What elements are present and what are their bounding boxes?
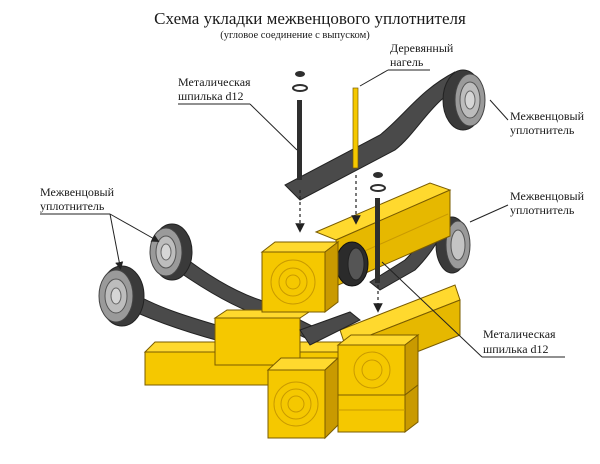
metal-stud-upper	[292, 71, 308, 180]
svg-text:уплотнитель: уплотнитель	[510, 203, 575, 217]
svg-text:Межвенцовый: Межвенцовый	[40, 185, 115, 199]
svg-text:уплотнитель: уплотнитель	[510, 123, 575, 137]
label-seal-left: Межвенцовый уплотнитель	[40, 185, 160, 270]
svg-text:Межвенцовый: Межвенцовый	[510, 109, 585, 123]
diagram-subtitle: (угловое соединение с выпуском)	[220, 30, 370, 41]
metal-stud-lower	[370, 172, 386, 283]
log-right-corner-upper	[336, 333, 420, 397]
label-metal-stud-lower: Металическая шпилька d12	[381, 261, 565, 358]
label-wood-dowel: Деревянный нагель	[359, 41, 454, 87]
diagram-title: Схема укладки межвенцового уплотнителя	[154, 9, 466, 28]
svg-text:шпилька d12: шпилька d12	[483, 342, 549, 356]
seal-crossing	[299, 311, 361, 346]
label-seal-top-right: Межвенцовый уплотнитель	[489, 99, 585, 137]
svg-text:Межвенцовый: Межвенцовый	[510, 189, 585, 203]
svg-text:Металическая: Металическая	[483, 327, 556, 341]
label-seal-mid-right: Межвенцовый уплотнитель	[469, 189, 585, 223]
log-top-front	[260, 240, 340, 314]
svg-text:шпилька d12: шпилька d12	[178, 89, 244, 103]
label-metal-stud-upper: Металическая шпилька d12	[178, 75, 298, 151]
log-bottom-front-corner	[266, 356, 340, 440]
svg-text:нагель: нагель	[390, 55, 424, 69]
svg-text:Деревянный: Деревянный	[390, 41, 454, 55]
log-right-corner-lower	[337, 383, 419, 434]
svg-text:уплотнитель: уплотнитель	[40, 199, 105, 213]
wood-dowel	[352, 87, 359, 169]
log-middle-left	[213, 309, 314, 366]
svg-text:Металическая: Металическая	[178, 75, 251, 89]
seal-around-top-log	[335, 241, 369, 287]
seal-top-right	[284, 69, 486, 201]
